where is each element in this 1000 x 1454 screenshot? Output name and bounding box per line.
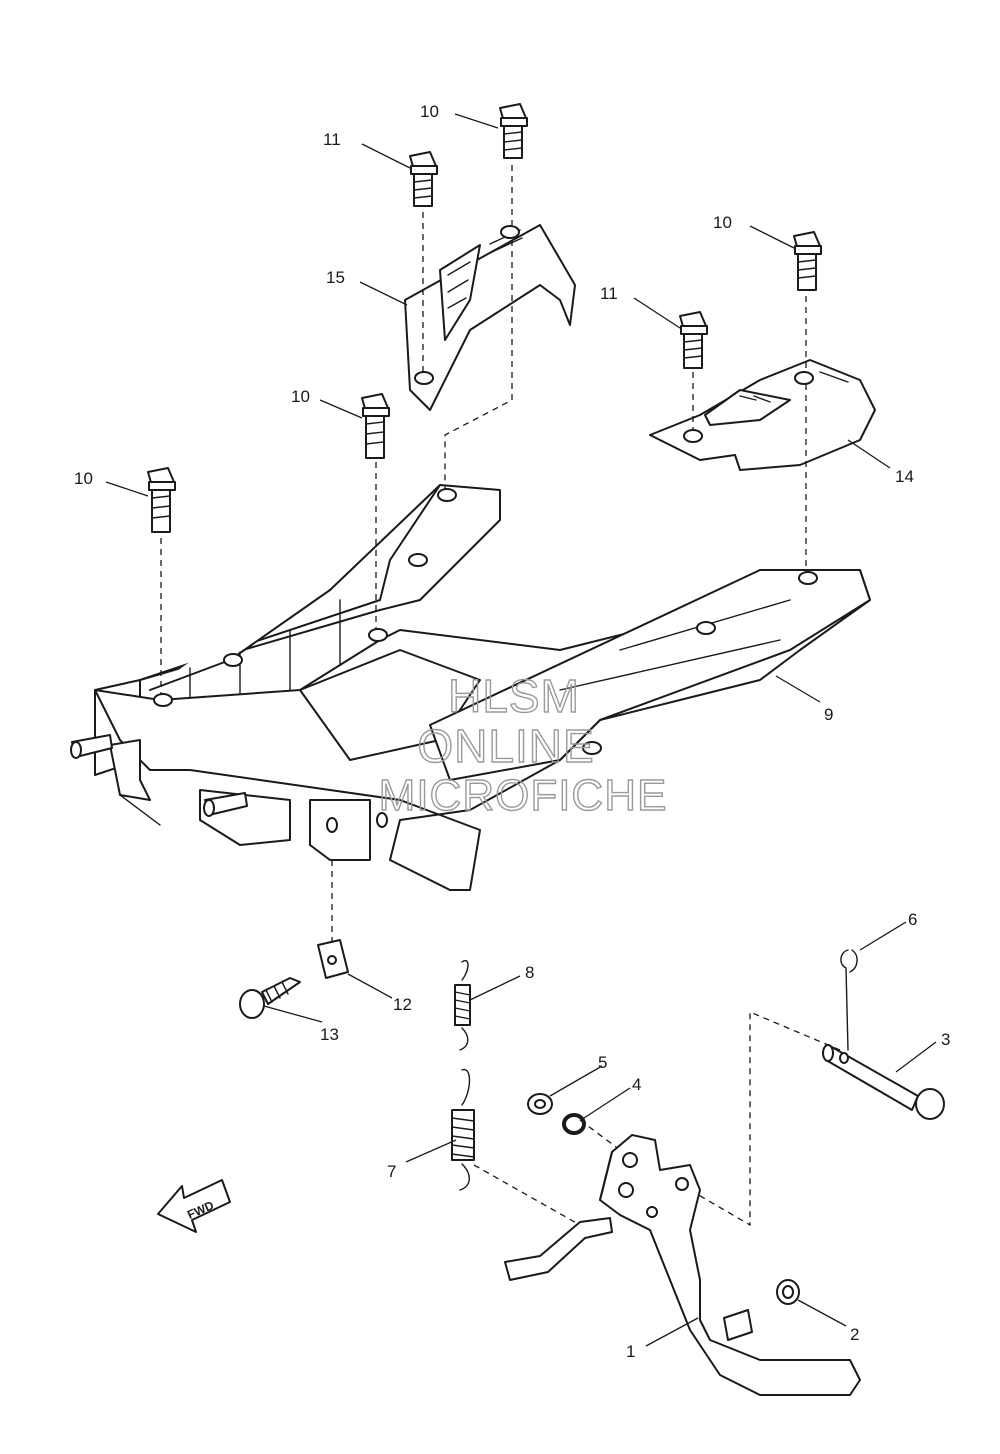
callout-15: 15 xyxy=(326,268,345,287)
plate-part-15 xyxy=(404,224,576,411)
plate-part-14 xyxy=(649,359,876,471)
callout-13: 13 xyxy=(320,1025,339,1044)
bolt-part-10-top xyxy=(499,103,528,159)
spring-part-7 xyxy=(451,1069,475,1191)
callout-9: 9 xyxy=(824,705,833,724)
callout-11-right: 11 xyxy=(600,284,618,303)
bolt-part-11-right xyxy=(679,311,708,369)
washer-part-5 xyxy=(527,1093,553,1115)
callout-2: 2 xyxy=(850,1325,859,1344)
callout-1: 1 xyxy=(626,1342,635,1361)
leader-lines xyxy=(105,113,937,1347)
assembly-lines xyxy=(160,165,841,1227)
bolt-part-10-mid xyxy=(361,393,390,459)
frame-part-9 xyxy=(70,484,871,891)
bolt-part-10-right xyxy=(793,231,822,291)
watermark-line-3: MICROFICHE xyxy=(379,771,668,820)
bolt-part-11-top xyxy=(409,151,438,207)
watermark: HLSM ONLINE MICROFICHE xyxy=(378,669,668,820)
callout-5: 5 xyxy=(598,1053,607,1072)
callout-3: 3 xyxy=(941,1030,950,1049)
callout-labels: 1 2 3 4 5 6 7 8 9 10 10 10 10 11 11 12 1… xyxy=(74,102,950,1361)
callout-10-top: 10 xyxy=(420,102,439,121)
screw-part-13 xyxy=(239,977,301,1019)
main-stand-part-1 xyxy=(504,1134,861,1396)
pin-part-3 xyxy=(822,1044,945,1120)
watermark-line-2: ONLINE xyxy=(417,720,594,772)
washer-part-2 xyxy=(776,1279,800,1305)
spring-part-8 xyxy=(454,959,471,1051)
callout-10-mid: 10 xyxy=(291,387,310,406)
clip-part-12 xyxy=(317,939,349,979)
callout-10-left: 10 xyxy=(74,469,93,488)
watermark-line-1: HLSM xyxy=(448,670,580,722)
callout-12: 12 xyxy=(393,995,412,1014)
callout-7: 7 xyxy=(387,1162,396,1181)
callout-6: 6 xyxy=(908,910,917,929)
callout-11-top: 11 xyxy=(323,130,341,149)
callout-10-right: 10 xyxy=(713,213,732,232)
callout-4: 4 xyxy=(632,1075,641,1094)
bolt-part-10-left xyxy=(147,467,176,533)
callout-8: 8 xyxy=(525,963,534,982)
o-ring-part-4 xyxy=(562,1113,586,1135)
forward-direction-arrow: FWD xyxy=(157,1179,231,1233)
callout-14: 14 xyxy=(895,467,914,486)
cotter-pin-part-6 xyxy=(840,949,858,1051)
